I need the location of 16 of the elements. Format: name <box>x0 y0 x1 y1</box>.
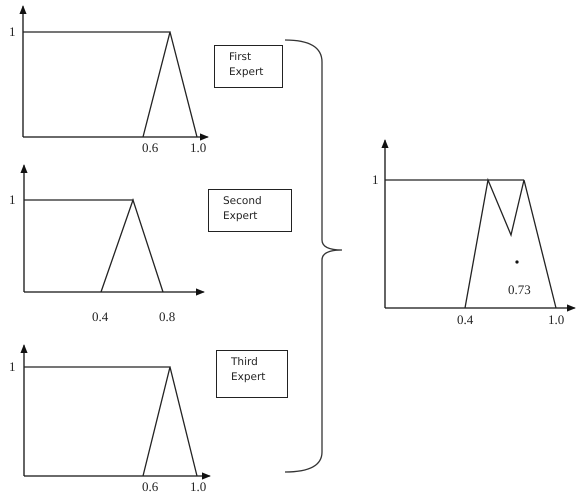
tick-label: 0.8 <box>159 310 176 324</box>
axis-value-label: 1 <box>9 193 16 207</box>
tick-label: 0.6 <box>142 480 158 494</box>
tick-label: 1.0 <box>190 480 206 494</box>
tick-label: 1.0 <box>548 313 564 327</box>
axis-value-label: 1 <box>9 360 16 374</box>
expert-label-box: First Expert <box>214 45 283 88</box>
expert-label-box: Second Expert <box>208 189 292 232</box>
axis-value-label: 1 <box>372 173 378 187</box>
tick-label: 1.0 <box>190 141 206 155</box>
tick-label: 0.4 <box>92 310 108 324</box>
expert-label-box: Third Expert <box>216 350 288 398</box>
value-label: 0.73 <box>508 283 531 297</box>
axis-value-label: 1 <box>9 25 16 39</box>
tick-label: 0.4 <box>457 313 474 327</box>
tick-label: 0.6 <box>142 141 158 155</box>
